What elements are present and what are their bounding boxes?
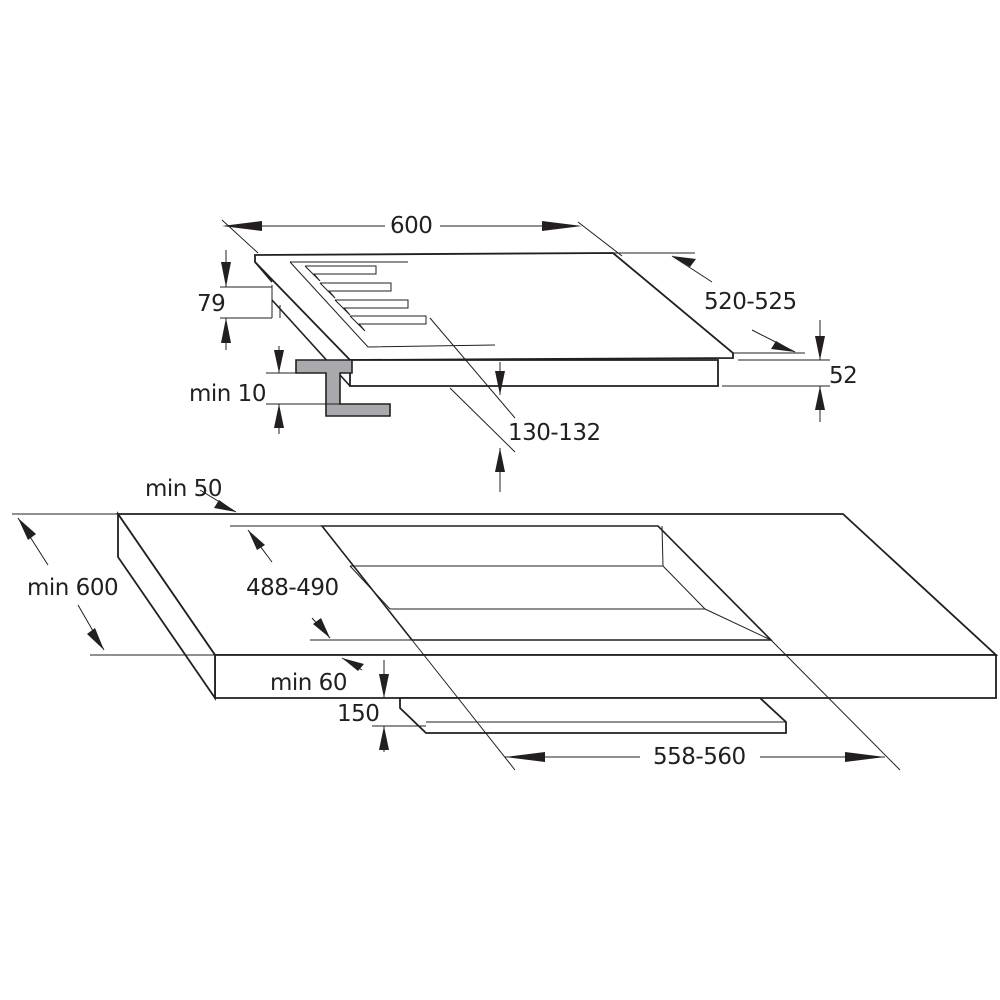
dim-cutout-width: 558-560 <box>653 744 746 770</box>
dim-hob-height: 79 <box>197 291 226 317</box>
hob-glass-top <box>254 252 734 361</box>
knob-slots <box>304 265 427 332</box>
dim-hob-width: 600 <box>390 213 433 239</box>
worktop-dimensions <box>12 489 901 771</box>
worktop-side <box>117 511 216 701</box>
underside-shelf <box>399 697 787 734</box>
hob-drawing <box>254 252 734 417</box>
cutout-inner <box>349 565 707 610</box>
dim-worktop-depth: min 600 <box>27 575 119 601</box>
dim-hob-thickness: 52 <box>829 363 858 389</box>
dim-cutout-depth: 488-490 <box>246 575 339 601</box>
dim-hob-depth: 520-525 <box>704 289 797 315</box>
control-panel <box>289 261 496 348</box>
dim-bracket-clearance: min 10 <box>189 381 266 407</box>
dim-rear-clearance: min 50 <box>145 476 222 502</box>
dim-under-clearance: 130-132 <box>508 420 601 446</box>
worktop-drawing <box>116 511 999 734</box>
dim-front-clearance: min 60 <box>270 670 347 696</box>
hob-body <box>349 359 719 387</box>
hob-dimensions <box>220 219 830 492</box>
dim-underside-gap: 150 <box>337 701 380 727</box>
